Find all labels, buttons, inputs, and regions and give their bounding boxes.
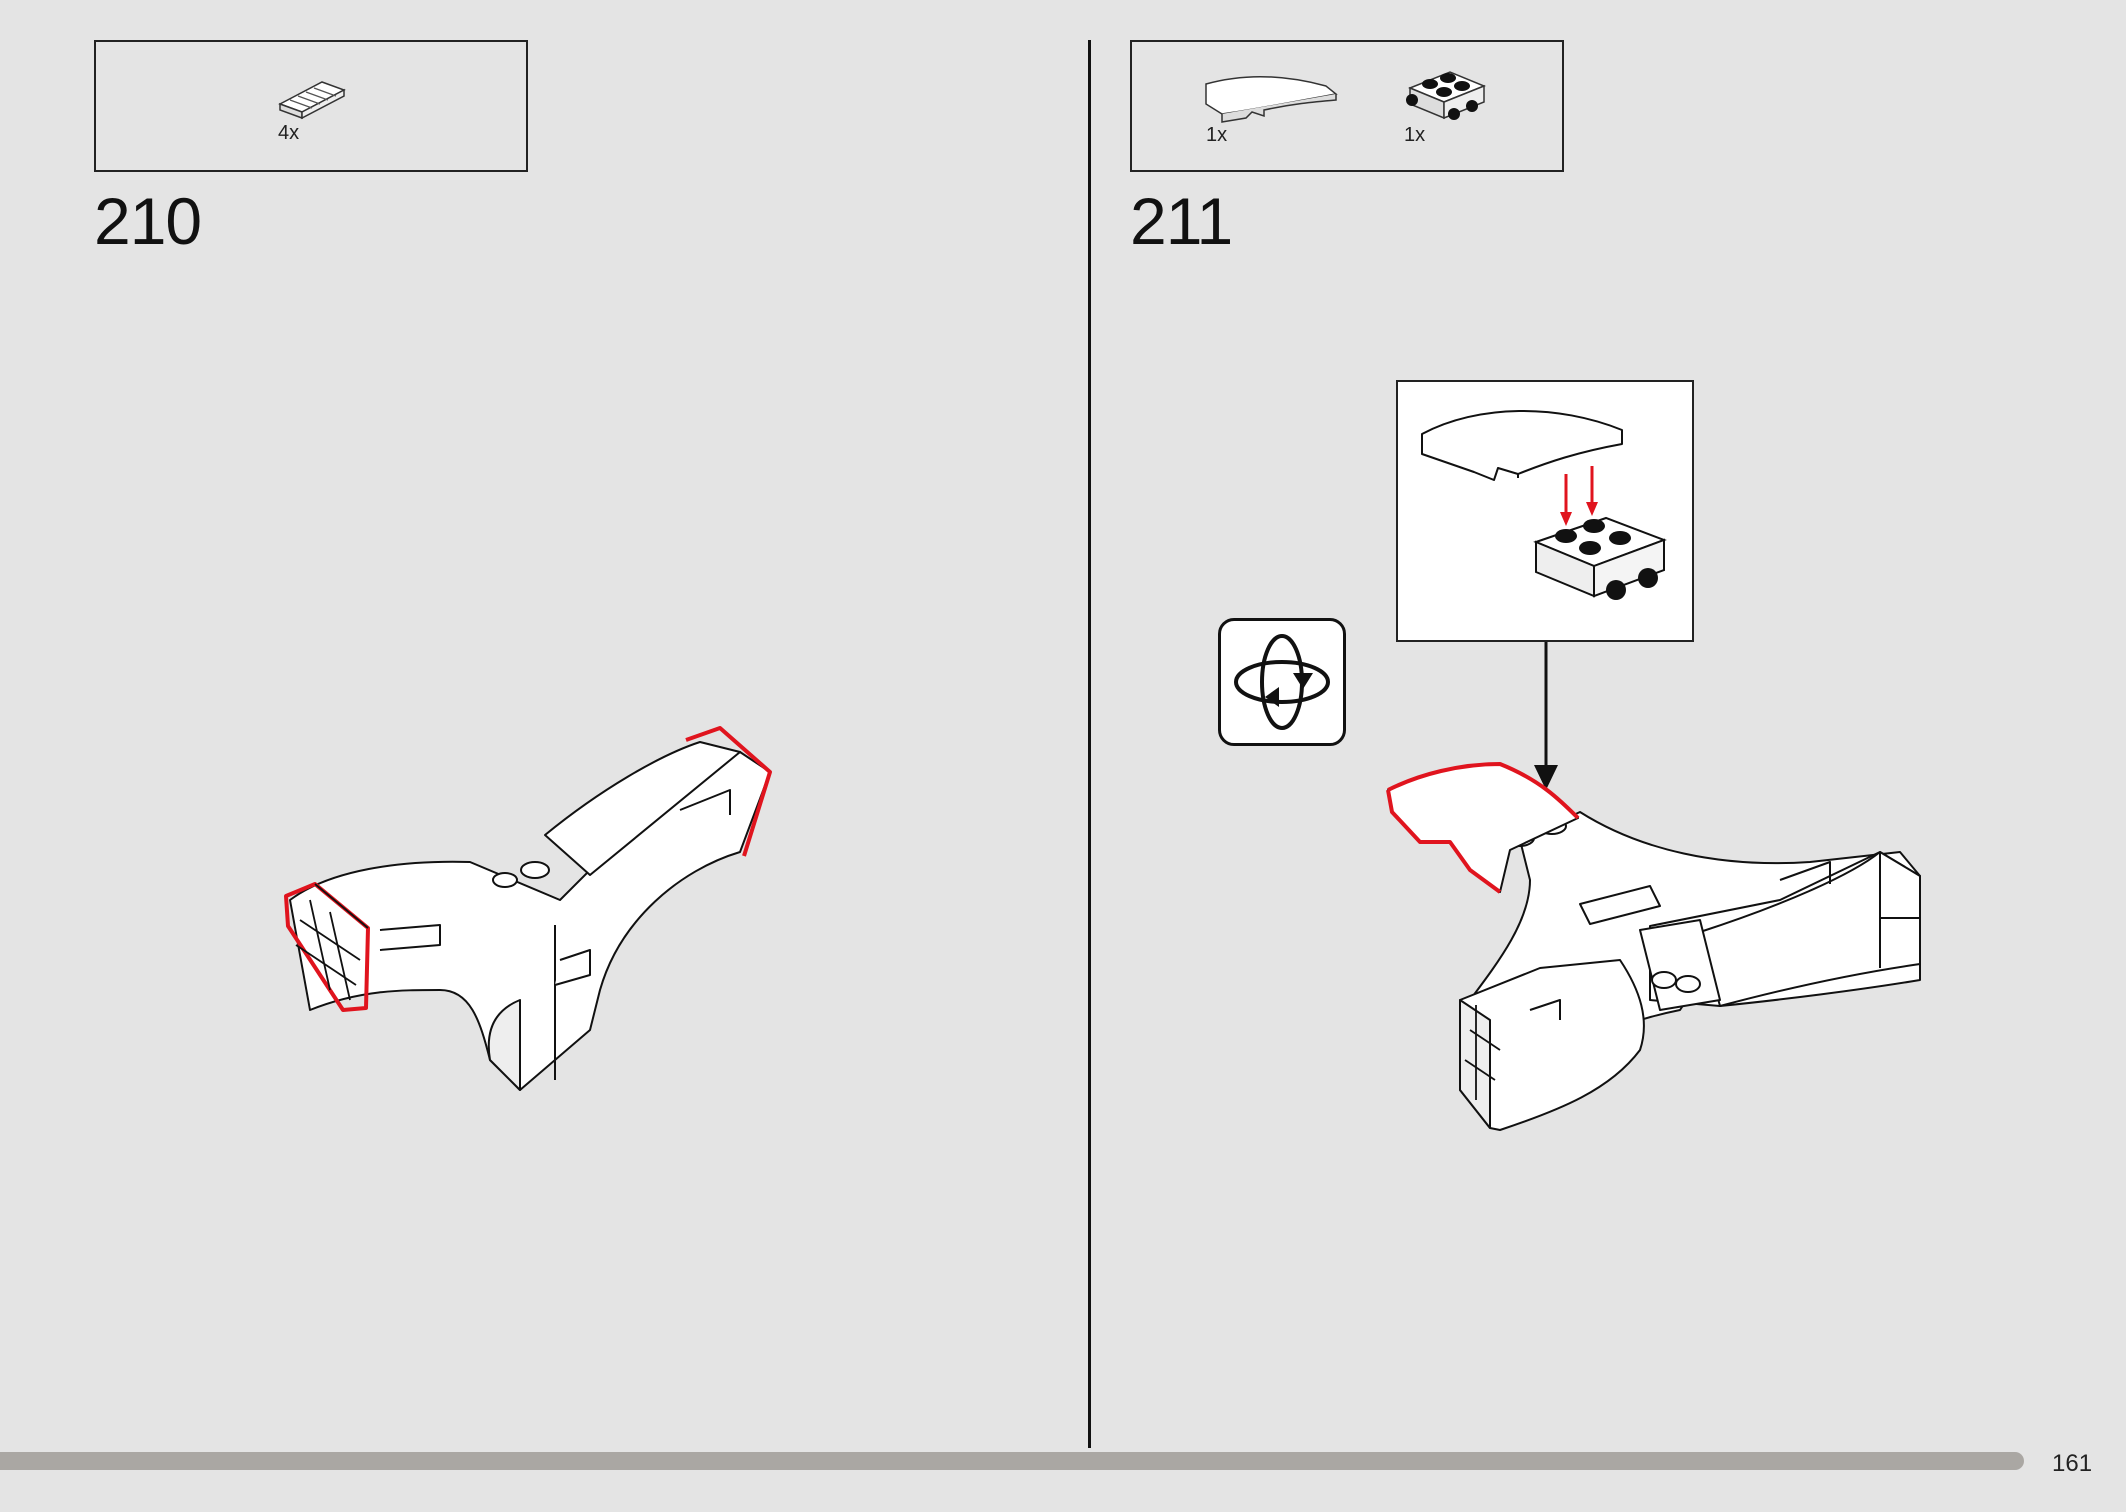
parts-list-right: 1x 1x [1130, 40, 1564, 172]
sub-assembly-callout [1396, 380, 1694, 642]
studded-brick-icon [1406, 71, 1486, 120]
part-qty: 1x [1206, 124, 1228, 146]
step-number-right: 211 [1130, 184, 1233, 258]
page-number: 161 [2052, 1450, 2093, 1477]
sub-assembly-drawing [1421, 409, 1667, 600]
page-progress-bar [0, 1452, 2024, 1470]
slope-brick-icon [278, 81, 346, 120]
part-qty: 1x [1404, 124, 1426, 146]
rotate-model-icon [1218, 618, 1346, 746]
curved-slope-icon [1205, 76, 1338, 123]
part-qty: 4x [278, 122, 300, 144]
parts-list-left: 4x [94, 40, 528, 172]
page-divider [1088, 40, 1091, 1448]
step-number-left: 210 [94, 184, 202, 258]
